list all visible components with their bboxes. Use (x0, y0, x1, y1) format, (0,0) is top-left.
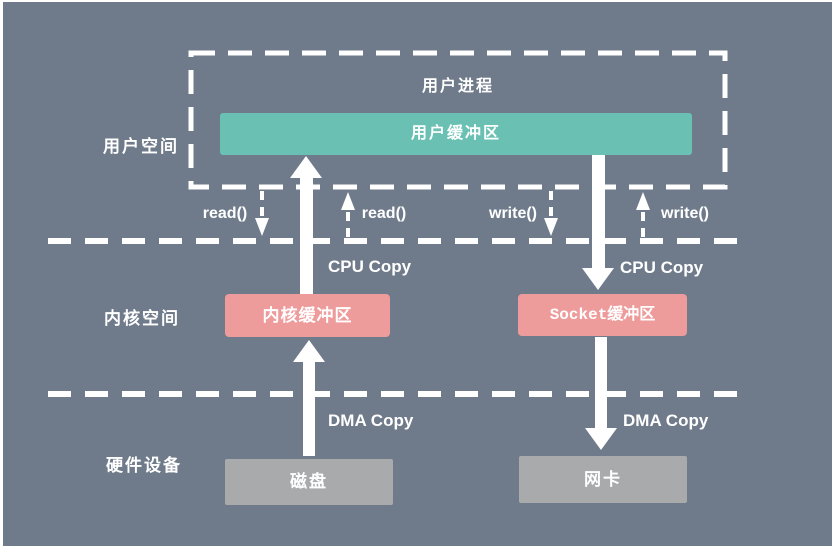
kernel-buffer-box: 内核缓冲区 (225, 294, 390, 337)
dma-copy-label-left: DMA Copy (328, 411, 414, 430)
kernel-space-label: 内核空间 (104, 309, 180, 328)
cpu-copy-label-left: CPU Copy (328, 257, 412, 276)
user-buffer-box: 用户缓冲区 (220, 113, 692, 155)
write-return-arrowhead (636, 192, 650, 210)
read-return-arrowhead (341, 192, 355, 210)
user-kernel-boundary-line (48, 238, 748, 244)
cpu-copy-read-arrow (300, 176, 313, 295)
read-label-left: read() (202, 205, 248, 222)
dma-copy-write-arrowhead (585, 428, 617, 450)
nic-box: 网卡 (519, 456, 687, 503)
user-process-box: 用户进程 (188, 50, 728, 190)
user-process-title: 用户进程 (421, 78, 494, 95)
cpu-copy-write-arrow (592, 155, 605, 270)
dma-copy-label-right: DMA Copy (623, 411, 709, 430)
kernel-hardware-boundary-line (48, 391, 750, 397)
disk-box: 磁盘 (225, 459, 393, 505)
write-return-arrow (641, 212, 645, 238)
read-enter-arrow (260, 191, 264, 218)
write-enter-arrowhead (544, 218, 558, 236)
read-enter-arrowhead (255, 218, 269, 236)
write-label-left: write() (489, 205, 537, 222)
diagram-background (3, 2, 832, 546)
cpu-copy-read-arrowhead (290, 156, 322, 178)
dma-copy-write-arrow (595, 337, 607, 430)
read-return-arrow (346, 212, 350, 238)
dashed-border (188, 50, 728, 190)
cpu-copy-write-arrowhead (582, 268, 614, 290)
socket-buffer-box: Socket缓冲区 (518, 294, 687, 336)
dma-copy-read-arrow (303, 360, 315, 456)
write-label-right: write() (661, 205, 709, 222)
read-label-right: read() (361, 205, 407, 222)
cpu-copy-label-right: CPU Copy (620, 258, 704, 277)
dma-copy-read-arrowhead (293, 340, 325, 362)
hardware-label: 硬件设备 (106, 456, 182, 475)
write-enter-arrow (549, 191, 553, 218)
user-space-label: 用户空间 (103, 137, 179, 156)
